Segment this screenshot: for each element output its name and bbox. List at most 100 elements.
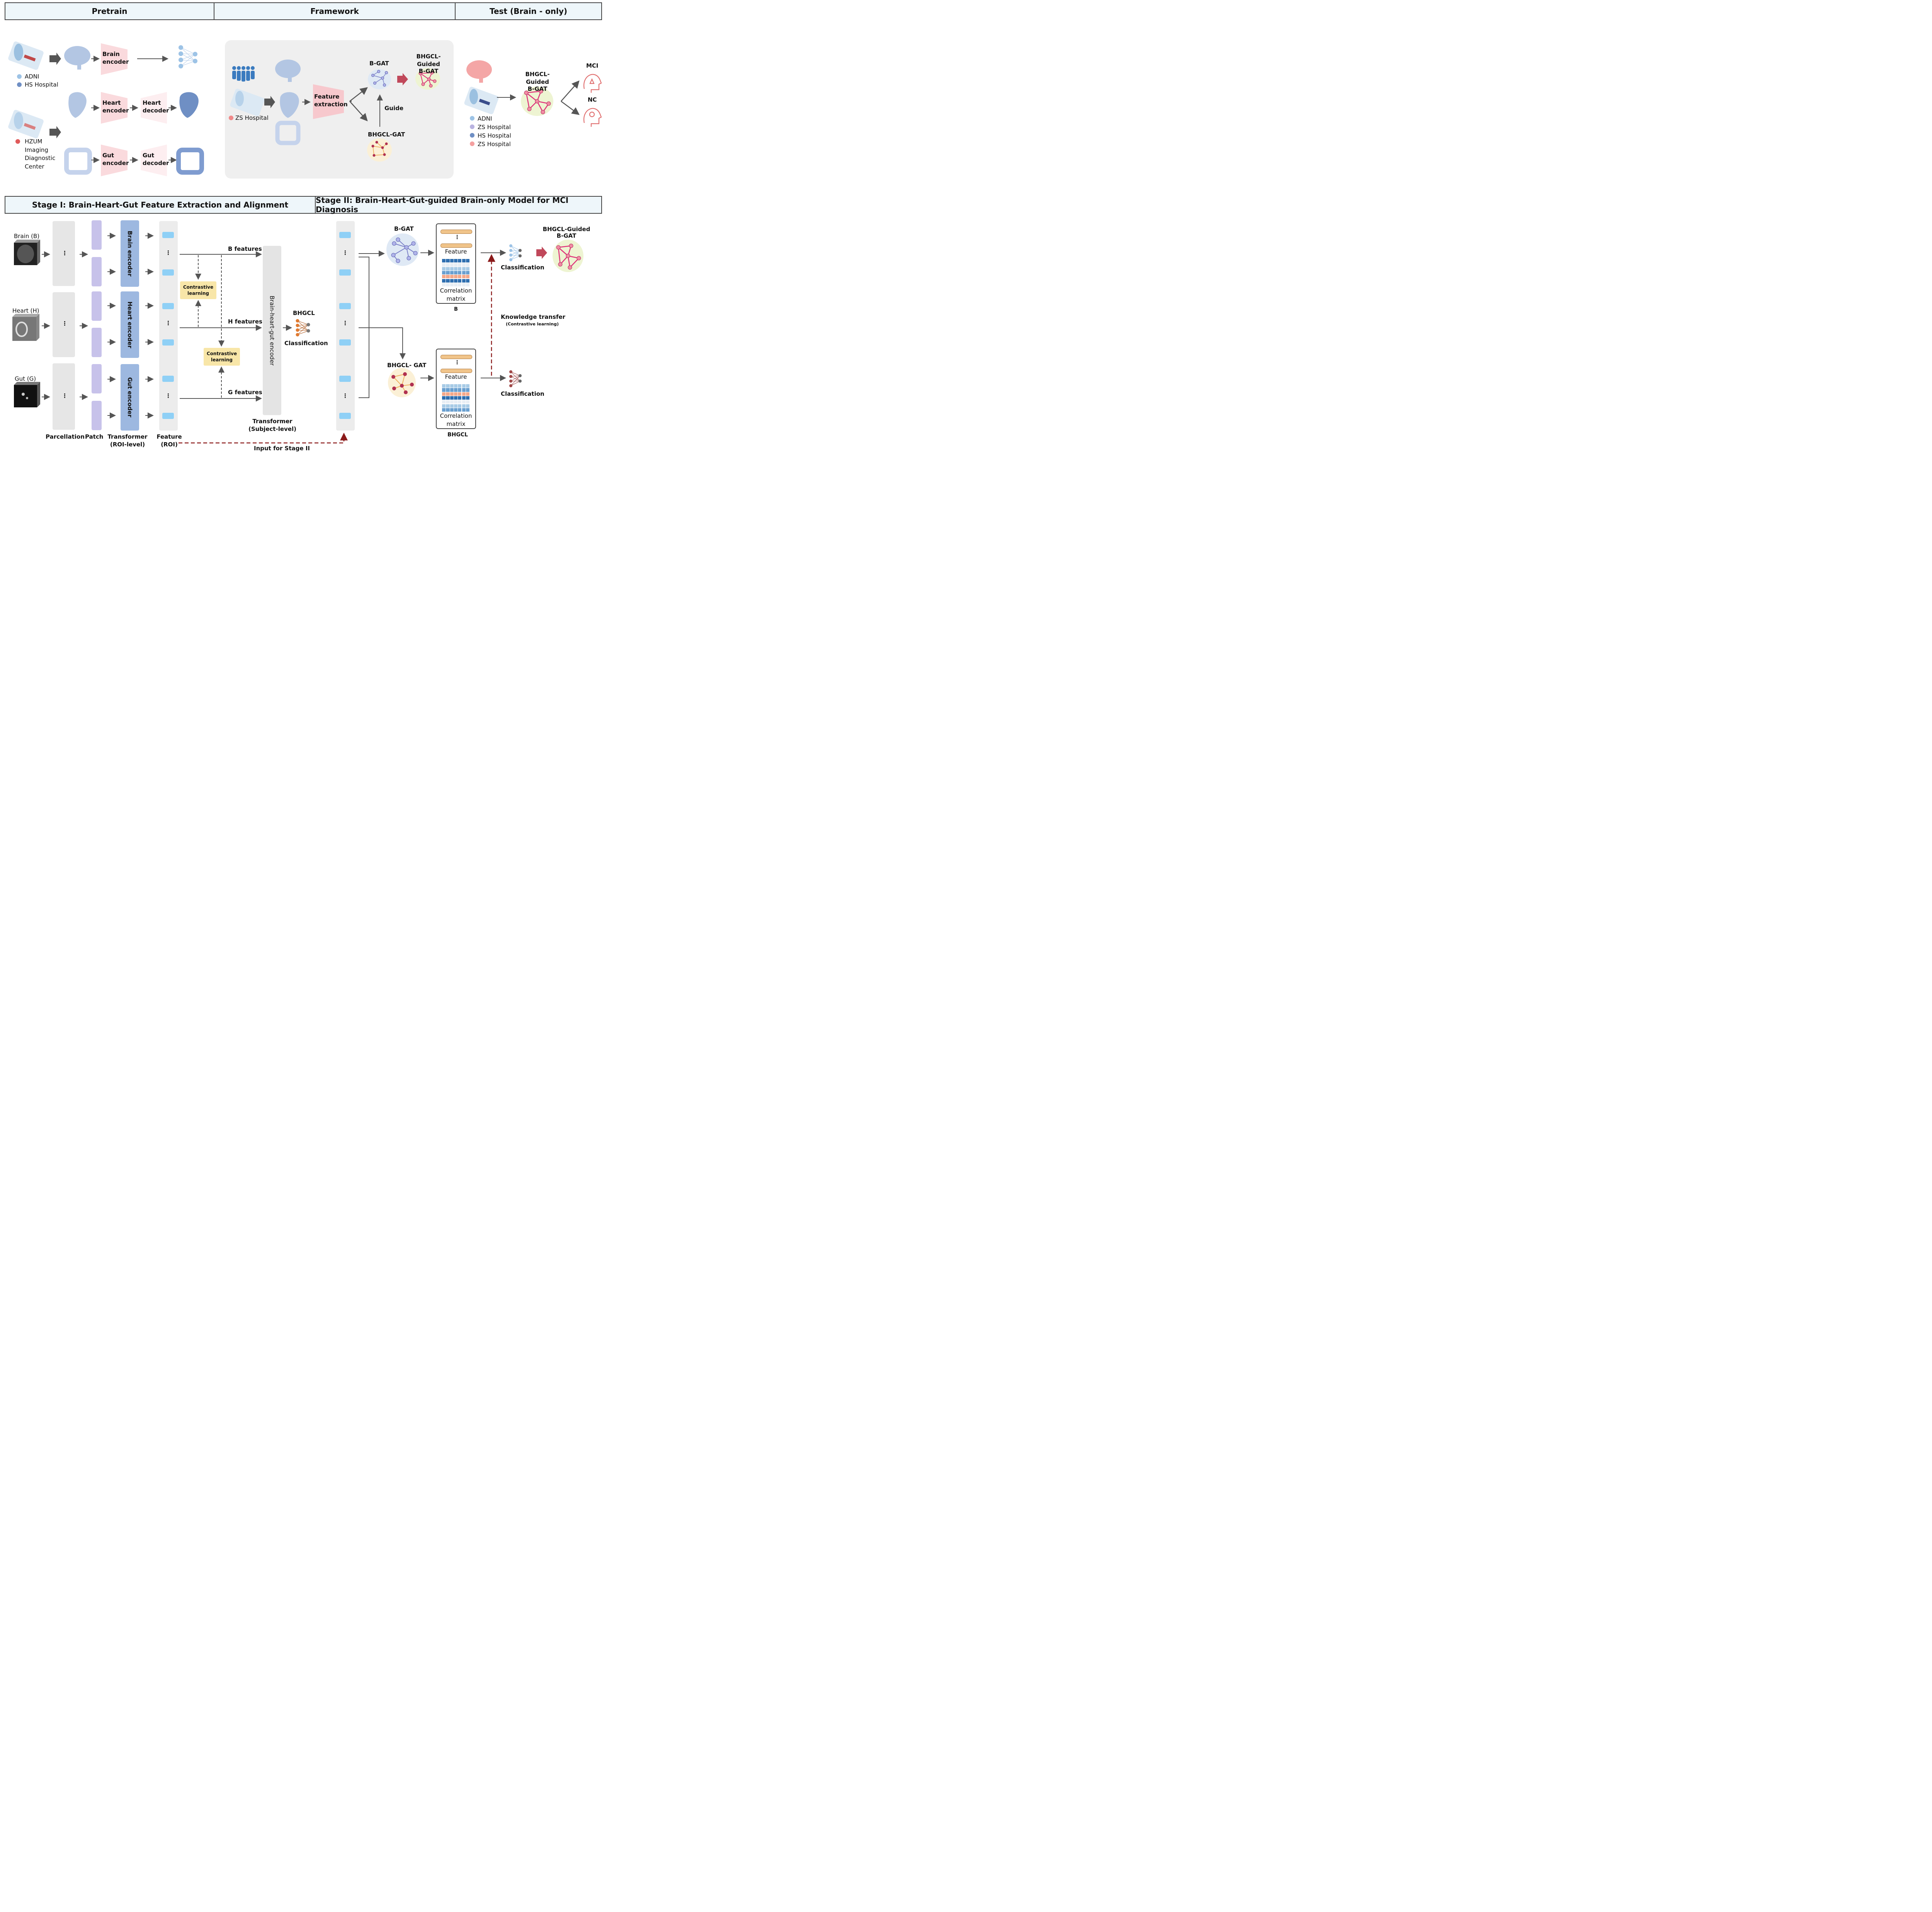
stage1-classification-label: Classification <box>284 340 328 347</box>
feature-slot <box>339 376 351 382</box>
matrix-cell <box>446 408 450 412</box>
matrix-cell <box>442 392 446 396</box>
heart-decoder-shape <box>141 92 167 124</box>
gut-encoder-line2: encoder <box>102 160 129 167</box>
stage2-guided-line2: B-GAT <box>556 232 577 240</box>
matrix-cell <box>442 384 446 388</box>
matrix-cell <box>462 388 466 392</box>
stage2-b-gat-label: B-GAT <box>394 225 414 232</box>
b-gat-graph-icon <box>386 233 419 266</box>
matrix-cell <box>458 267 462 271</box>
stage2-bhgcl-gat-label: BHGCL- GAT <box>387 362 427 369</box>
heart-icon <box>280 92 299 118</box>
feature-roi-column <box>159 221 178 431</box>
nc-label: NC <box>588 96 597 103</box>
ellipsis: ⋮ <box>62 392 68 399</box>
matrix-cell <box>466 384 470 388</box>
heart-decoder-line1: Heart <box>143 99 161 106</box>
heart-icon <box>179 92 199 118</box>
matrix-cell <box>454 259 458 263</box>
brain-encoder-shape <box>101 43 128 75</box>
matrix-cell <box>446 388 450 392</box>
feature-bar <box>440 243 472 248</box>
red-block-arrow-icon <box>536 247 547 259</box>
heart-encoder-line1: Heart <box>102 99 121 106</box>
patch-column <box>92 291 102 321</box>
contrastive-line2: learning <box>211 357 233 363</box>
matrix-cell <box>458 404 462 408</box>
feature-bar <box>440 369 472 373</box>
gut-encoder-line1: Gut <box>102 152 114 159</box>
feature-roi-line1: Feature <box>156 433 182 440</box>
patch-column <box>92 257 102 286</box>
legend-dot-zs <box>229 116 233 120</box>
patch-column <box>92 328 102 357</box>
guided-b-gat-graph-icon <box>415 68 440 90</box>
matrix-cell <box>462 404 466 408</box>
matrix-cell <box>454 388 458 392</box>
ellipsis: ⋮ <box>165 249 171 256</box>
matrix-cell <box>450 396 454 400</box>
correlation-line1: Correlation <box>440 287 472 294</box>
contrastive-line2: learning <box>187 291 209 296</box>
test-legend-item: HS Hospital <box>478 132 511 139</box>
g-features-label: G features <box>228 389 262 396</box>
bhgcl-gat-graph-icon <box>388 368 416 397</box>
matrix-cell <box>454 283 458 287</box>
brain-encoder-text: Brain encoder <box>126 230 133 277</box>
b-panel-caption: B <box>454 306 458 312</box>
patch-column <box>92 220 102 250</box>
correlation-line2: matrix <box>446 295 466 302</box>
heart-encoder-block: Heart encoder <box>121 291 139 358</box>
ellipsis: ⋮ <box>62 320 68 327</box>
matrix-cell <box>450 275 454 279</box>
matrix-cell <box>466 279 470 283</box>
legend-hzum-3: Diagnostic <box>25 155 56 162</box>
brain-mri-slice-icon <box>14 240 40 265</box>
parcellation-column-heart <box>53 292 75 357</box>
b-features-label: B features <box>228 245 262 252</box>
matrix-cell <box>454 275 458 279</box>
matrix-cell <box>454 384 458 388</box>
matrix-cell <box>454 396 458 400</box>
ellipsis: ⋮ <box>342 392 348 399</box>
transformer-subject-line1: Transformer <box>252 418 293 425</box>
matrix-cell <box>450 400 454 404</box>
matrix-cell <box>466 408 470 412</box>
test-guided-line1: BHGCL-Guided <box>525 71 550 86</box>
legend-dot <box>470 133 474 138</box>
matrix-cell <box>446 267 450 271</box>
feature-slot <box>162 376 174 382</box>
people-icon <box>232 66 255 82</box>
red-block-arrow-icon <box>397 73 408 85</box>
guided-b-gat-graph-icon <box>553 240 583 272</box>
correlation-matrix-grid <box>442 384 470 412</box>
header-test: Test (Brain - only) <box>455 2 602 20</box>
heart-encoder-line2: encoder <box>102 107 129 114</box>
matrix-cell <box>462 392 466 396</box>
matrix-cell <box>450 404 454 408</box>
transformer-subject-label: Transformer(Subject-level) <box>247 417 298 433</box>
brain-icon <box>466 60 492 83</box>
matrix-cell <box>458 396 462 400</box>
mci-label: MCI <box>586 62 599 69</box>
correlation-line2: matrix <box>446 421 466 427</box>
matrix-cell <box>466 263 470 267</box>
b-gat-classifier-icon <box>509 244 522 261</box>
heart-decoder-line2: decoder <box>143 107 169 114</box>
input-stage2-label: Input for Stage II <box>254 445 310 452</box>
matrix-cell <box>458 263 462 267</box>
gut-icon <box>275 121 301 145</box>
test-guided-line2: B-GAT <box>527 85 548 92</box>
input-stage2-arrow <box>179 432 348 444</box>
contrastive-line1: Contrastive <box>206 351 237 356</box>
matrix-cell <box>450 388 454 392</box>
matrix-cell <box>462 283 466 287</box>
matrix-cell <box>450 263 454 267</box>
matrix-cell <box>466 267 470 271</box>
test-legend-item: ZS Hospital <box>478 124 511 131</box>
matrix-cell <box>458 392 462 396</box>
heart-mri-slice-icon <box>12 314 39 341</box>
